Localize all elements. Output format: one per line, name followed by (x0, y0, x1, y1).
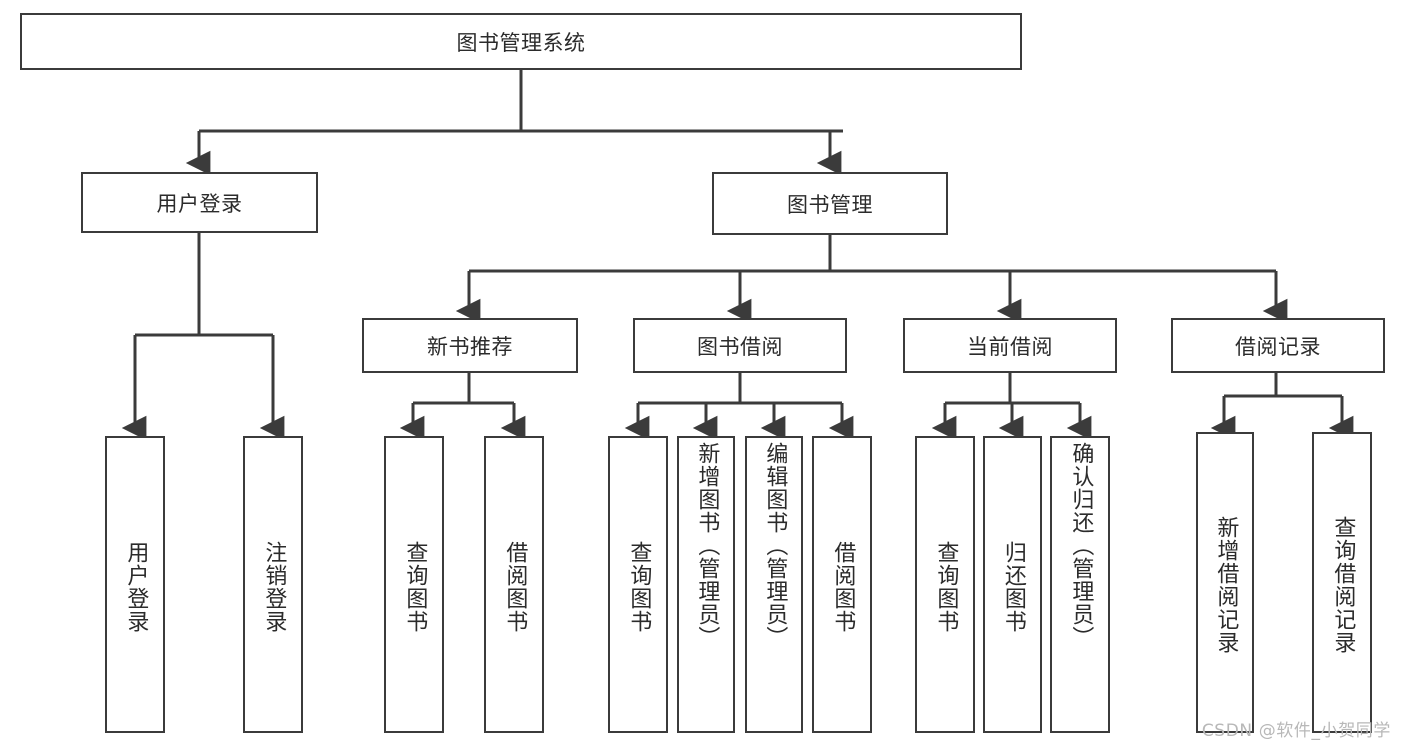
node-current-borrow-label: 当前借阅 (967, 334, 1053, 359)
node-borrow-record-label: 借阅记录 (1235, 334, 1321, 359)
node-leaf-return-book[interactable]: 归还图书 (983, 436, 1042, 733)
node-leaf-add-record[interactable]: 新增借阅记录 (1196, 432, 1254, 733)
node-book-borrow-label: 图书借阅 (697, 334, 783, 359)
node-leaf-add-book-label: 新增图书（管理员） (694, 442, 720, 649)
node-leaf-borrow-book-1-label: 借阅图书 (502, 540, 528, 633)
node-book-manage-label: 图书管理 (787, 192, 873, 217)
node-book-borrow[interactable]: 图书借阅 (633, 318, 847, 373)
node-current-borrow[interactable]: 当前借阅 (903, 318, 1117, 373)
node-leaf-user-login-label: 用户登录 (123, 540, 149, 633)
node-leaf-query-record-label: 查询借阅记录 (1330, 515, 1356, 654)
node-leaf-confirm-return[interactable]: 确认归还（管理员） (1050, 436, 1110, 733)
node-borrow-record[interactable]: 借阅记录 (1171, 318, 1385, 373)
node-leaf-user-logout[interactable]: 注销登录 (243, 436, 303, 733)
node-leaf-query-book-2-label: 查询图书 (626, 540, 652, 633)
node-leaf-borrow-book-2[interactable]: 借阅图书 (812, 436, 872, 733)
node-leaf-query-book-2[interactable]: 查询图书 (608, 436, 668, 733)
node-leaf-query-book-3[interactable]: 查询图书 (915, 436, 975, 733)
node-user-login[interactable]: 用户登录 (81, 172, 318, 233)
node-leaf-edit-book-label: 编辑图书（管理员） (762, 442, 788, 649)
node-leaf-query-book-3-label: 查询图书 (933, 540, 959, 633)
node-leaf-add-record-label: 新增借阅记录 (1213, 515, 1239, 654)
node-leaf-query-record[interactable]: 查询借阅记录 (1312, 432, 1372, 733)
node-leaf-add-book[interactable]: 新增图书（管理员） (677, 436, 735, 733)
node-leaf-borrow-book-1[interactable]: 借阅图书 (484, 436, 544, 733)
node-leaf-confirm-return-label: 确认归还（管理员） (1068, 442, 1094, 649)
node-leaf-query-book-1[interactable]: 查询图书 (384, 436, 444, 733)
node-leaf-user-logout-label: 注销登录 (261, 540, 287, 633)
node-book-manage[interactable]: 图书管理 (712, 172, 948, 235)
node-new-book-rec-label: 新书推荐 (427, 334, 513, 359)
node-user-login-label: 用户登录 (156, 191, 243, 216)
node-leaf-edit-book[interactable]: 编辑图书（管理员） (745, 436, 803, 733)
node-leaf-borrow-book-2-label: 借阅图书 (830, 540, 856, 633)
csdn-watermark: CSDN @软件_小贺同学 (1201, 721, 1391, 741)
node-root[interactable]: 图书管理系统 (20, 13, 1022, 70)
node-leaf-query-book-1-label: 查询图书 (402, 540, 428, 633)
node-new-book-rec[interactable]: 新书推荐 (362, 318, 578, 373)
node-root-label: 图书管理系统 (456, 30, 586, 55)
node-leaf-return-book-label: 归还图书 (1000, 540, 1026, 633)
node-leaf-user-login[interactable]: 用户登录 (105, 436, 165, 733)
